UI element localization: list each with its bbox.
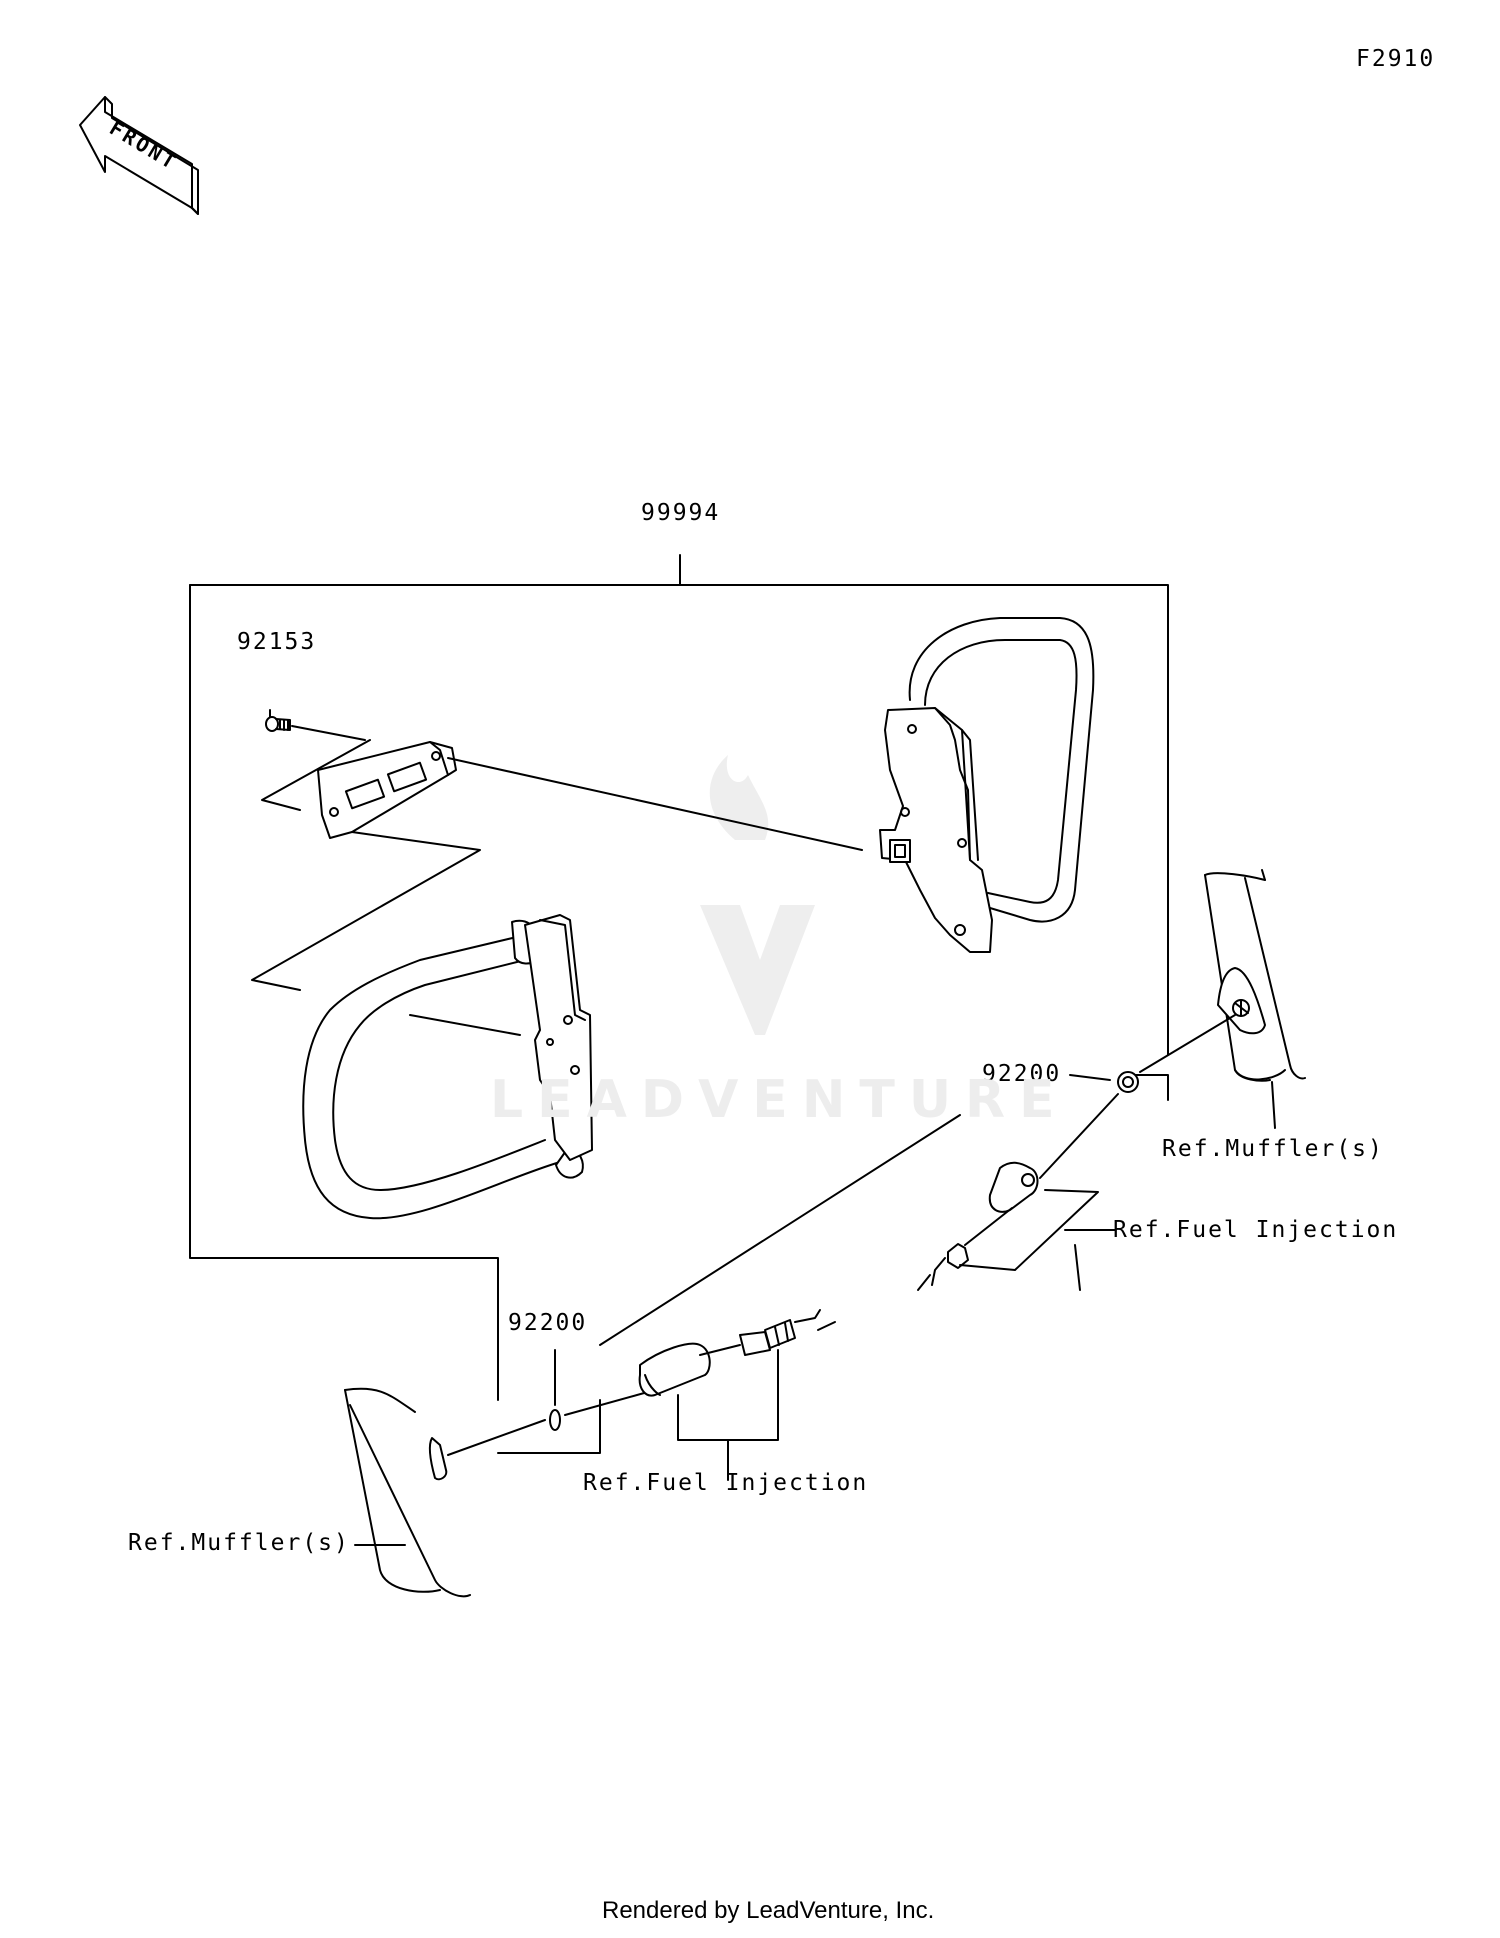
- kit-part-number: 99994: [641, 500, 721, 526]
- washer-right-92200: [1039, 1014, 1236, 1179]
- washer-right-part-number: 92200: [982, 1061, 1062, 1087]
- ref-fuel-injection-right: Ref.Fuel Injection: [1113, 1217, 1399, 1243]
- washer-left-part-number: 92200: [508, 1310, 588, 1336]
- watermark-logo-icon: [700, 755, 815, 1035]
- footer-credit: Rendered by LeadVenture, Inc.: [602, 1897, 935, 1924]
- front-arrow-icon: FRONT: [79, 96, 199, 215]
- mounting-plate: [251, 739, 863, 991]
- screw-92153: [265, 709, 366, 741]
- sensor-right: [917, 1161, 1116, 1291]
- ref-fuel-injection-left: Ref.Fuel Injection: [583, 1470, 869, 1496]
- leader-lines: [1074, 1244, 1081, 1291]
- engine-guard-left: [302, 914, 593, 1220]
- watermark-text: LEADVENTURE: [490, 1070, 1069, 1130]
- muffler-left: [344, 1387, 471, 1598]
- sensor-left: [638, 1309, 836, 1481]
- figure-code: F2910: [1356, 46, 1436, 72]
- washer-left-92200: [447, 1114, 961, 1456]
- ref-muffler-left: Ref.Muffler(s): [128, 1530, 350, 1556]
- engine-guard-right: [879, 617, 1095, 953]
- muffler-right: [1204, 869, 1306, 1129]
- kit-bracket-outline: [189, 554, 1169, 1454]
- ref-muffler-right: Ref.Muffler(s): [1162, 1136, 1384, 1162]
- screw-part-number: 92153: [237, 629, 317, 655]
